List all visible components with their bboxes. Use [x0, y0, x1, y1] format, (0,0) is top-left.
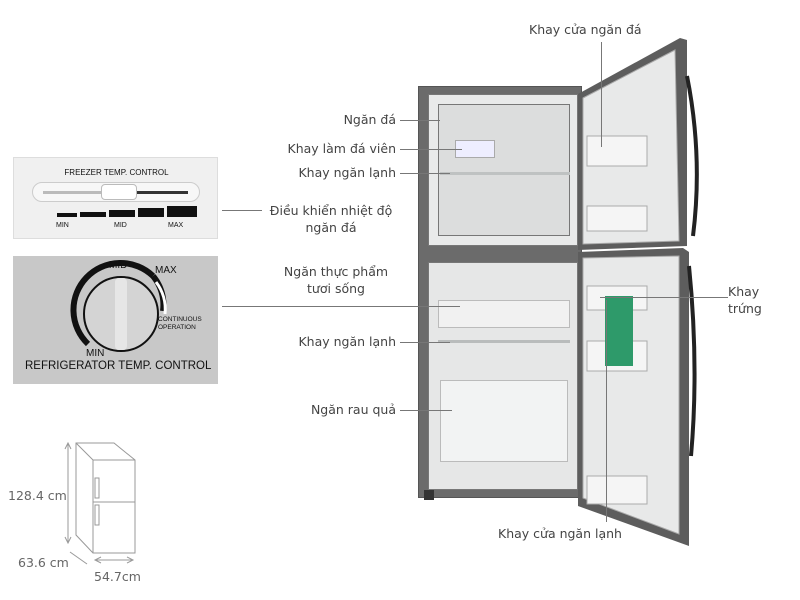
label-khay-ngan-lanh-top: Khay ngăn lạnh [298, 165, 396, 180]
freezer-min-label: MIN [56, 222, 69, 229]
label-khay-cua-ngan-da: Khay cửa ngăn đá [529, 22, 642, 37]
callout-line [601, 42, 602, 147]
callout-line [600, 297, 728, 298]
freezer-temp-control-panel: FREEZER TEMP. CONTROL MIN MID MAX [13, 157, 218, 239]
label-ngan-da: Ngăn đá [343, 112, 396, 127]
callout-line [606, 300, 607, 522]
callout-line [400, 173, 450, 174]
height-dimension: 128.4 cm [8, 488, 67, 503]
freezer-max-label: MAX [168, 222, 184, 229]
callout-line [400, 120, 440, 121]
depth-dimension: 63.6 cm [18, 555, 69, 570]
callout-line [400, 342, 450, 343]
label-ngan-rau-qua: Ngăn rau quả [310, 402, 396, 417]
fridge-max-label: MAX [155, 265, 177, 276]
freezer-slider-knob[interactable] [101, 184, 137, 200]
freezer-control-title: FREEZER TEMP. CONTROL [64, 168, 169, 177]
callout-line [222, 306, 460, 307]
label-khay-ngan-lanh-bottom: Khay ngăn lạnh [298, 334, 396, 349]
label-khay-cua-ngan-lanh: Khay cửa ngăn lạnh [498, 526, 622, 541]
callout-line [222, 210, 262, 211]
fridge-min-label: MIN [86, 348, 105, 359]
freezer-slider-track [32, 182, 200, 202]
fridge-control-title: REFRIGERATOR TEMP. CONTROL [25, 360, 212, 372]
fridge-dimension-sketch [64, 441, 136, 565]
freezer-mid-label: MID [114, 222, 127, 229]
fridge-mid-label: MID [109, 260, 128, 271]
callout-line [400, 410, 452, 411]
temperature-dial[interactable] [13, 256, 218, 384]
callout-line [400, 149, 462, 150]
label-khay-lam-da: Khay làm đá viên [287, 141, 396, 156]
width-dimension: 54.7cm [94, 569, 141, 584]
